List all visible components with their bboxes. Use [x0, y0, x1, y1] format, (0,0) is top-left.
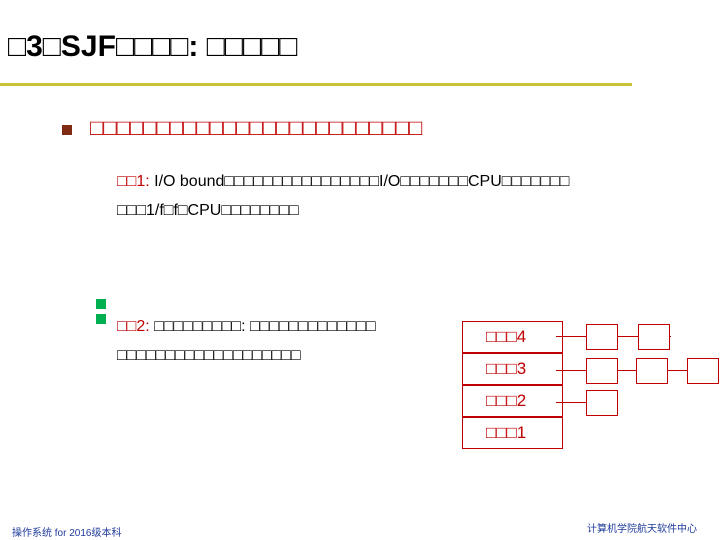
- item2-line1: □□2: □□□□□□□□□: □□□□□□□□□□□□□: [117, 312, 376, 342]
- process-box: [687, 358, 719, 384]
- footer-right: 计算机学院航天软件中心: [587, 524, 697, 535]
- process-box: [636, 358, 668, 384]
- slide-title: □3□SJF□□□□: □□□□□: [8, 30, 298, 63]
- process-box: [586, 324, 618, 350]
- queue-link-line: [556, 402, 588, 403]
- process-box: [638, 324, 670, 350]
- bullet-icon: [62, 125, 72, 135]
- item2-text: □□□□□□□□□: □□□□□□□□□□□□□: [149, 318, 376, 335]
- process-box: [586, 390, 618, 416]
- queue-box-3: □□□3: [462, 353, 563, 385]
- item1-line2: □□□1/f□f□CPU□□□□□□□□: [117, 202, 299, 219]
- bullet-icon: [96, 314, 106, 324]
- title-divider: [0, 83, 632, 86]
- item1-text: I/O bound□□□□□□□□□□□□□□□□I/O□□□□□□□CPU□□…: [149, 173, 570, 190]
- queue-box-2: □□□2: [462, 385, 563, 417]
- footer-left: 操作系统 for 2016级本科: [12, 528, 122, 539]
- queue-box-4: □□□4: [462, 321, 563, 353]
- item1-line1: □□1: I/O bound□□□□□□□□□□□□□□□□I/O□□□□□□□…: [117, 167, 569, 197]
- subheading: □□□□□□□□□□□□□□□□□□□□□□□□□: [90, 115, 423, 140]
- queue-box-1: □□□1: [462, 417, 563, 449]
- bullet-icon: [96, 299, 106, 309]
- process-box: [586, 358, 618, 384]
- item2-line2: □□□□□□□□□□□□□□□□□□□: [117, 347, 301, 364]
- item1-number: □□1:: [117, 173, 150, 190]
- item2-number: □□2:: [117, 318, 150, 335]
